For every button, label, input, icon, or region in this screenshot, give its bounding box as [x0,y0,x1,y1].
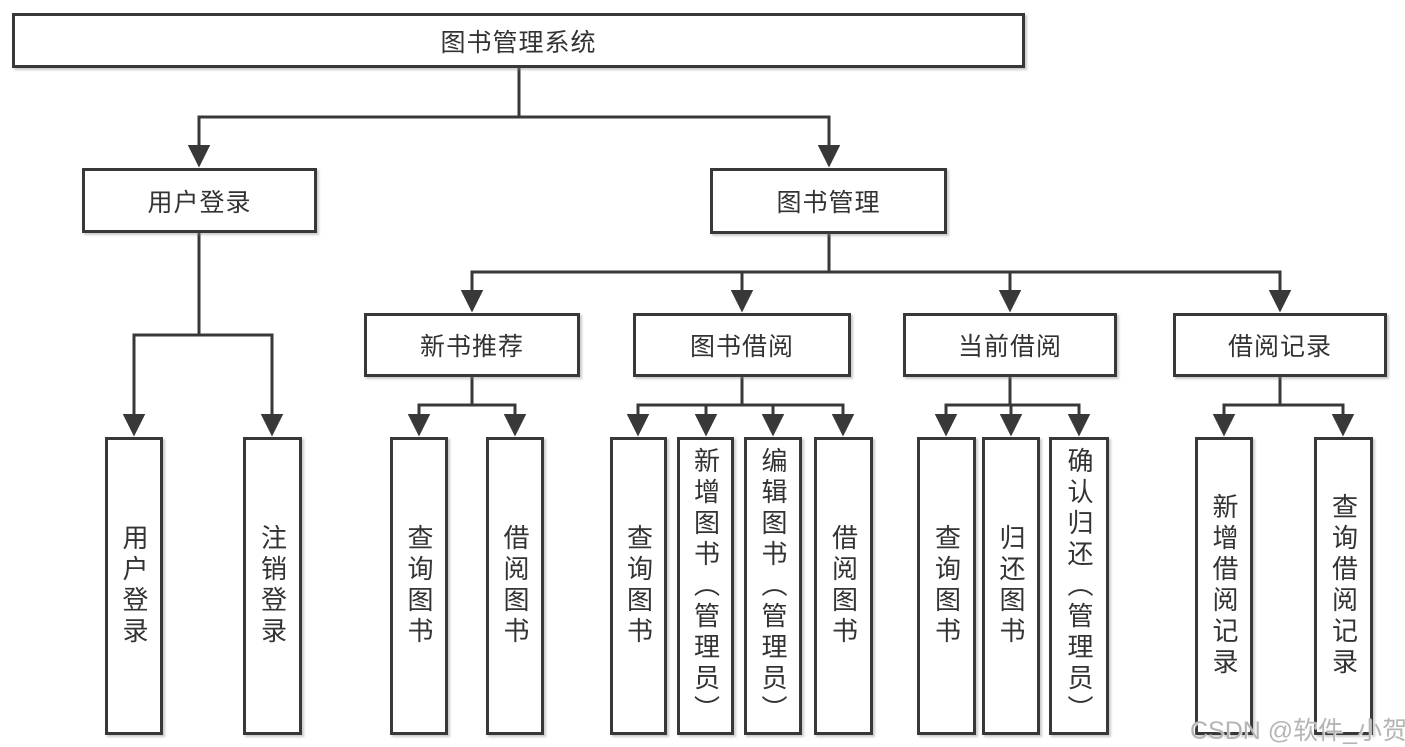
leaf-logout: 注销登录 [243,437,302,735]
connector-currentborrow-to-leaves [944,377,1081,407]
leaf-return-book: 归还图书 [982,437,1040,735]
node-borrowing-records: 借阅记录 [1173,313,1387,377]
leaf-user-login: 用户登录 [105,437,163,735]
connector-userlogin-to-leaves [132,233,274,337]
node-current-borrowing: 当前借阅 [903,313,1117,377]
connector-borrowrecords-to-leaves [1222,377,1345,407]
leaf-query-books-current: 查询图书 [917,437,976,735]
node-book-borrowing: 图书借阅 [633,313,851,377]
connector-bookmgmt-to-level3 [470,234,1282,274]
leaf-add-borrow-record: 新增借阅记录 [1195,437,1253,735]
leaf-edit-book-admin: 编辑图书（管理员） [744,437,802,735]
leaf-confirm-return-admin: 确认归还（管理员） [1049,437,1109,735]
csdn-watermark: CSDN @软件_小贺同学 [1190,717,1405,745]
connector-newbook-to-leaves [417,377,517,407]
leaf-query-books-borrow: 查询图书 [610,437,667,735]
leaf-query-borrow-record: 查询借阅记录 [1314,437,1373,735]
connector-root-to-level2 [197,68,831,119]
leaf-add-book-admin: 新增图书（管理员） [677,437,734,735]
leaf-query-books-recommend: 查询图书 [390,437,448,735]
node-library-management-system: 图书管理系统 [12,13,1025,68]
leaf-borrow-books-recommend: 借阅图书 [486,437,544,735]
connector-bookborrow-to-leaves [636,377,845,407]
node-new-book-recommendation: 新书推荐 [364,313,580,377]
node-user-login: 用户登录 [82,168,317,233]
leaf-borrow-books: 借阅图书 [814,437,873,735]
node-book-management: 图书管理 [710,168,947,234]
